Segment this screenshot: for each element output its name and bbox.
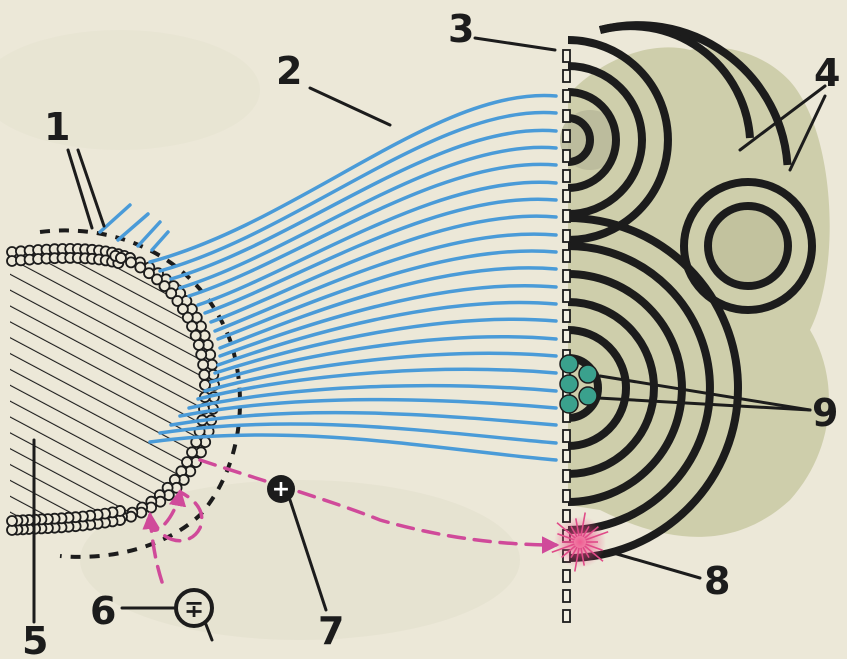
label-5: 5 [22,619,48,659]
screen-segment [563,170,570,182]
surface-atom [116,253,126,263]
screen-segment [563,90,570,102]
electron-symbol: ∓ [184,595,204,623]
surface-atom [191,331,201,341]
surface-atom [199,370,209,380]
screen-segment [563,610,570,622]
screen-segment [563,230,570,242]
screen-segment [563,310,570,322]
surface-atom [196,350,206,360]
screen-segment [563,150,570,162]
ring-island-inner [708,206,788,286]
surface-atom [187,447,197,457]
screen-segment [563,110,570,122]
screen-segment [563,270,570,282]
label-9: 9 [812,391,838,435]
deposited-film [560,25,830,558]
screen-segment [563,430,570,442]
label-7: 7 [318,609,344,653]
screen-segment [563,490,570,502]
label-6: 6 [90,589,116,633]
screen-segment [563,290,570,302]
screen-segment [563,70,570,82]
screen-segment [563,50,570,62]
surface-atom [194,340,204,350]
surface-atom [198,360,208,370]
screen-segment [563,470,570,482]
screen-segment [563,590,570,602]
screen-segment [563,570,570,582]
label-4: 4 [814,51,840,95]
label-8: 8 [704,559,730,603]
screen-segment [563,190,570,202]
label-2: 2 [276,49,302,93]
positive-ion-symbol: + [272,477,290,502]
screen-segment [563,250,570,262]
surface-atom [7,516,17,526]
screen-segment [563,450,570,462]
label-3: 3 [448,7,474,51]
surface-atom [126,257,136,267]
label-1: 1 [44,105,70,149]
screen-segment [563,130,570,142]
screen-segment [563,330,570,342]
screen-segment [563,210,570,222]
